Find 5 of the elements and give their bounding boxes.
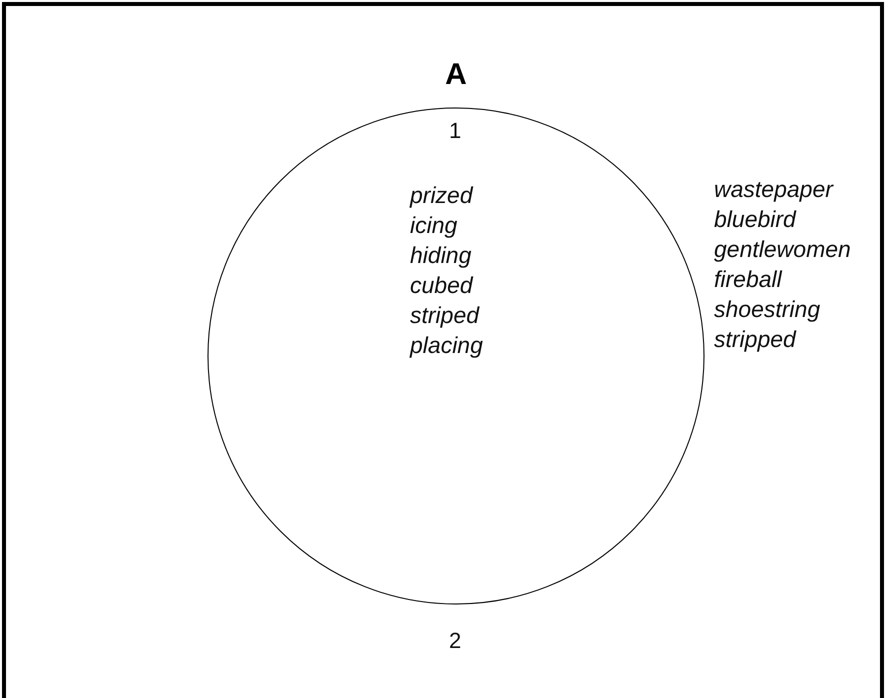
- region-number: 2: [449, 628, 462, 654]
- set-heading: A: [444, 58, 468, 92]
- region-number: 1: [449, 118, 462, 144]
- word-list: prized icing hiding cubed striped placing: [410, 180, 483, 360]
- word-list: wastepaper bluebird gentlewomen fireball shoestring stripped: [714, 174, 851, 354]
